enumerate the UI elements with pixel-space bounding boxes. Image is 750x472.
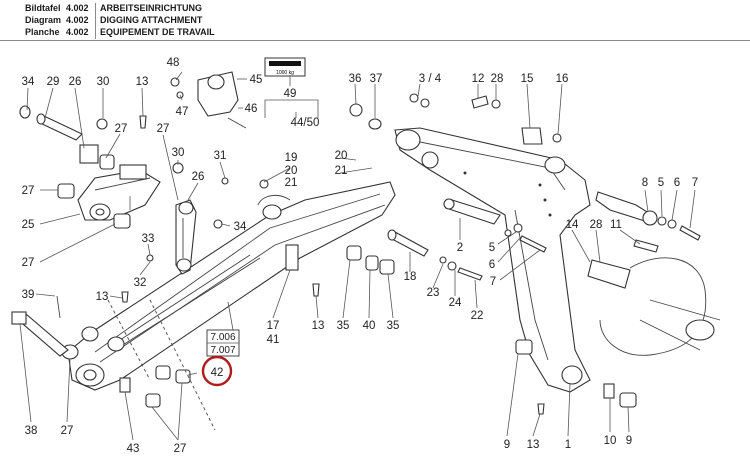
callout-28[interactable]: 28 (491, 73, 504, 85)
callout-29[interactable]: 29 (47, 76, 60, 88)
right-side-parts (587, 191, 721, 356)
callout-42[interactable]: 42 (211, 367, 224, 379)
callout-13[interactable]: 13 (96, 291, 109, 303)
callout-35[interactable]: 35 (387, 320, 400, 332)
callout-7[interactable]: 7 (692, 177, 698, 189)
callout-7[interactable]: 7 (490, 276, 496, 288)
header-divider-vertical (95, 3, 96, 39)
callout-8[interactable]: 8 (642, 177, 648, 189)
callout-46[interactable]: 46 (245, 103, 258, 115)
callout-27[interactable]: 27 (174, 443, 187, 455)
callout-1[interactable]: 1 (565, 439, 571, 451)
callout-6[interactable]: 6 (489, 259, 495, 271)
title-block: Bildtafel 4.002 ARBEITSEINRICHTUNG Diagr… (0, 0, 750, 44)
callout-49[interactable]: 49 (284, 88, 297, 100)
callout-10[interactable]: 10 (604, 435, 617, 447)
callout-34[interactable]: 34 (234, 221, 247, 233)
pin-38-part (11, 295, 69, 357)
callout-44-50[interactable]: 44/50 (291, 117, 320, 129)
callout-13[interactable]: 13 (136, 76, 149, 88)
callout-25[interactable]: 25 (22, 219, 35, 231)
header-key-1: Bildtafel (25, 3, 61, 13)
callout-5[interactable]: 5 (489, 242, 495, 254)
grease-nipples (121, 115, 545, 415)
bushing-parts-center (119, 245, 637, 408)
dipper-arm-part (394, 127, 591, 393)
header-num-2: 4.002 (66, 15, 89, 25)
callout-48[interactable]: 48 (167, 57, 180, 69)
callout-18[interactable]: 18 (404, 271, 417, 283)
header-key-2: Diagram (25, 15, 62, 25)
callout-47[interactable]: 47 (176, 106, 189, 118)
callout-41[interactable]: 41 (267, 334, 280, 346)
connecting-link-part (175, 199, 197, 275)
callout-31[interactable]: 31 (214, 150, 227, 162)
callout-21[interactable]: 21 (335, 165, 348, 177)
callout-27[interactable]: 27 (115, 123, 128, 135)
pin-29-part (19, 105, 83, 141)
link-assembly-part (77, 144, 161, 221)
callout-35[interactable]: 35 (337, 320, 350, 332)
callout-27[interactable]: 27 (22, 257, 35, 269)
callout-40[interactable]: 40 (363, 320, 376, 332)
callout-9[interactable]: 9 (504, 439, 510, 451)
callout-36[interactable]: 36 (349, 73, 362, 85)
header-key-3: Planche (25, 27, 60, 37)
callout-6[interactable]: 6 (674, 177, 680, 189)
header-num-3: 4.002 (66, 27, 89, 37)
callout-33[interactable]: 33 (142, 233, 155, 245)
header-title-fr: EQUIPEMENT DE TRAVAIL (100, 27, 215, 37)
callout-24[interactable]: 24 (449, 297, 462, 309)
ref-7007[interactable]: 7.007 (210, 345, 235, 356)
callout-30[interactable]: 30 (172, 147, 185, 159)
callout-30[interactable]: 30 (97, 76, 110, 88)
callout-32[interactable]: 32 (134, 277, 147, 289)
callout-15[interactable]: 15 (521, 73, 534, 85)
callout-2[interactable]: 2 (457, 242, 463, 254)
callout-27[interactable]: 27 (61, 425, 74, 437)
callout-19[interactable]: 19 (285, 152, 298, 164)
callout-27[interactable]: 27 (157, 123, 170, 135)
header-num-1: 4.002 (66, 3, 89, 13)
callout-13[interactable]: 13 (312, 320, 325, 332)
callout-16[interactable]: 16 (556, 73, 569, 85)
callout-27[interactable]: 27 (22, 185, 35, 197)
boom-part (67, 181, 396, 391)
ref-7006[interactable]: 7.006 (210, 332, 235, 343)
bushing-parts-left (57, 118, 184, 360)
callout-37[interactable]: 37 (370, 73, 383, 85)
callout-13[interactable]: 13 (527, 439, 540, 451)
callout-45[interactable]: 45 (250, 74, 263, 86)
callout-21[interactable]: 21 (285, 177, 298, 189)
callout-17[interactable]: 17 (267, 320, 280, 332)
callout-22[interactable]: 22 (471, 310, 484, 322)
callout-9[interactable]: 9 (626, 435, 632, 447)
callout-20[interactable]: 20 (285, 165, 298, 177)
lifting-eye-part (170, 71, 247, 129)
highlight-circle-42[interactable] (201, 355, 233, 387)
callout-23[interactable]: 23 (427, 287, 440, 299)
center-pins (387, 198, 547, 281)
header-title-de: ARBEITSEINRICHTUNG (100, 3, 203, 13)
callout-20[interactable]: 20 (335, 150, 348, 162)
callout-39[interactable]: 39 (22, 289, 35, 301)
callout-34[interactable]: 34 (22, 76, 35, 88)
load-plate-part (264, 57, 306, 77)
callout-38[interactable]: 38 (25, 425, 38, 437)
callout-14[interactable]: 14 (566, 219, 579, 231)
callout-5[interactable]: 5 (658, 177, 664, 189)
callout-3-4[interactable]: 3 / 4 (419, 73, 442, 85)
exploded-parts-diagram: 1000 kg (11, 57, 721, 455)
callout-43[interactable]: 43 (127, 443, 140, 455)
callout-26[interactable]: 26 (69, 76, 82, 88)
callout-11[interactable]: 11 (610, 219, 622, 231)
header-title-en: DIGGING ATTACHMENT (100, 15, 203, 25)
load-plate-text: 1000 kg (276, 70, 294, 76)
leader-lines (19, 71, 696, 441)
callout-12[interactable]: 12 (472, 73, 485, 85)
header-divider (0, 40, 750, 41)
callout-28[interactable]: 28 (590, 219, 603, 231)
callout-26[interactable]: 26 (192, 171, 205, 183)
